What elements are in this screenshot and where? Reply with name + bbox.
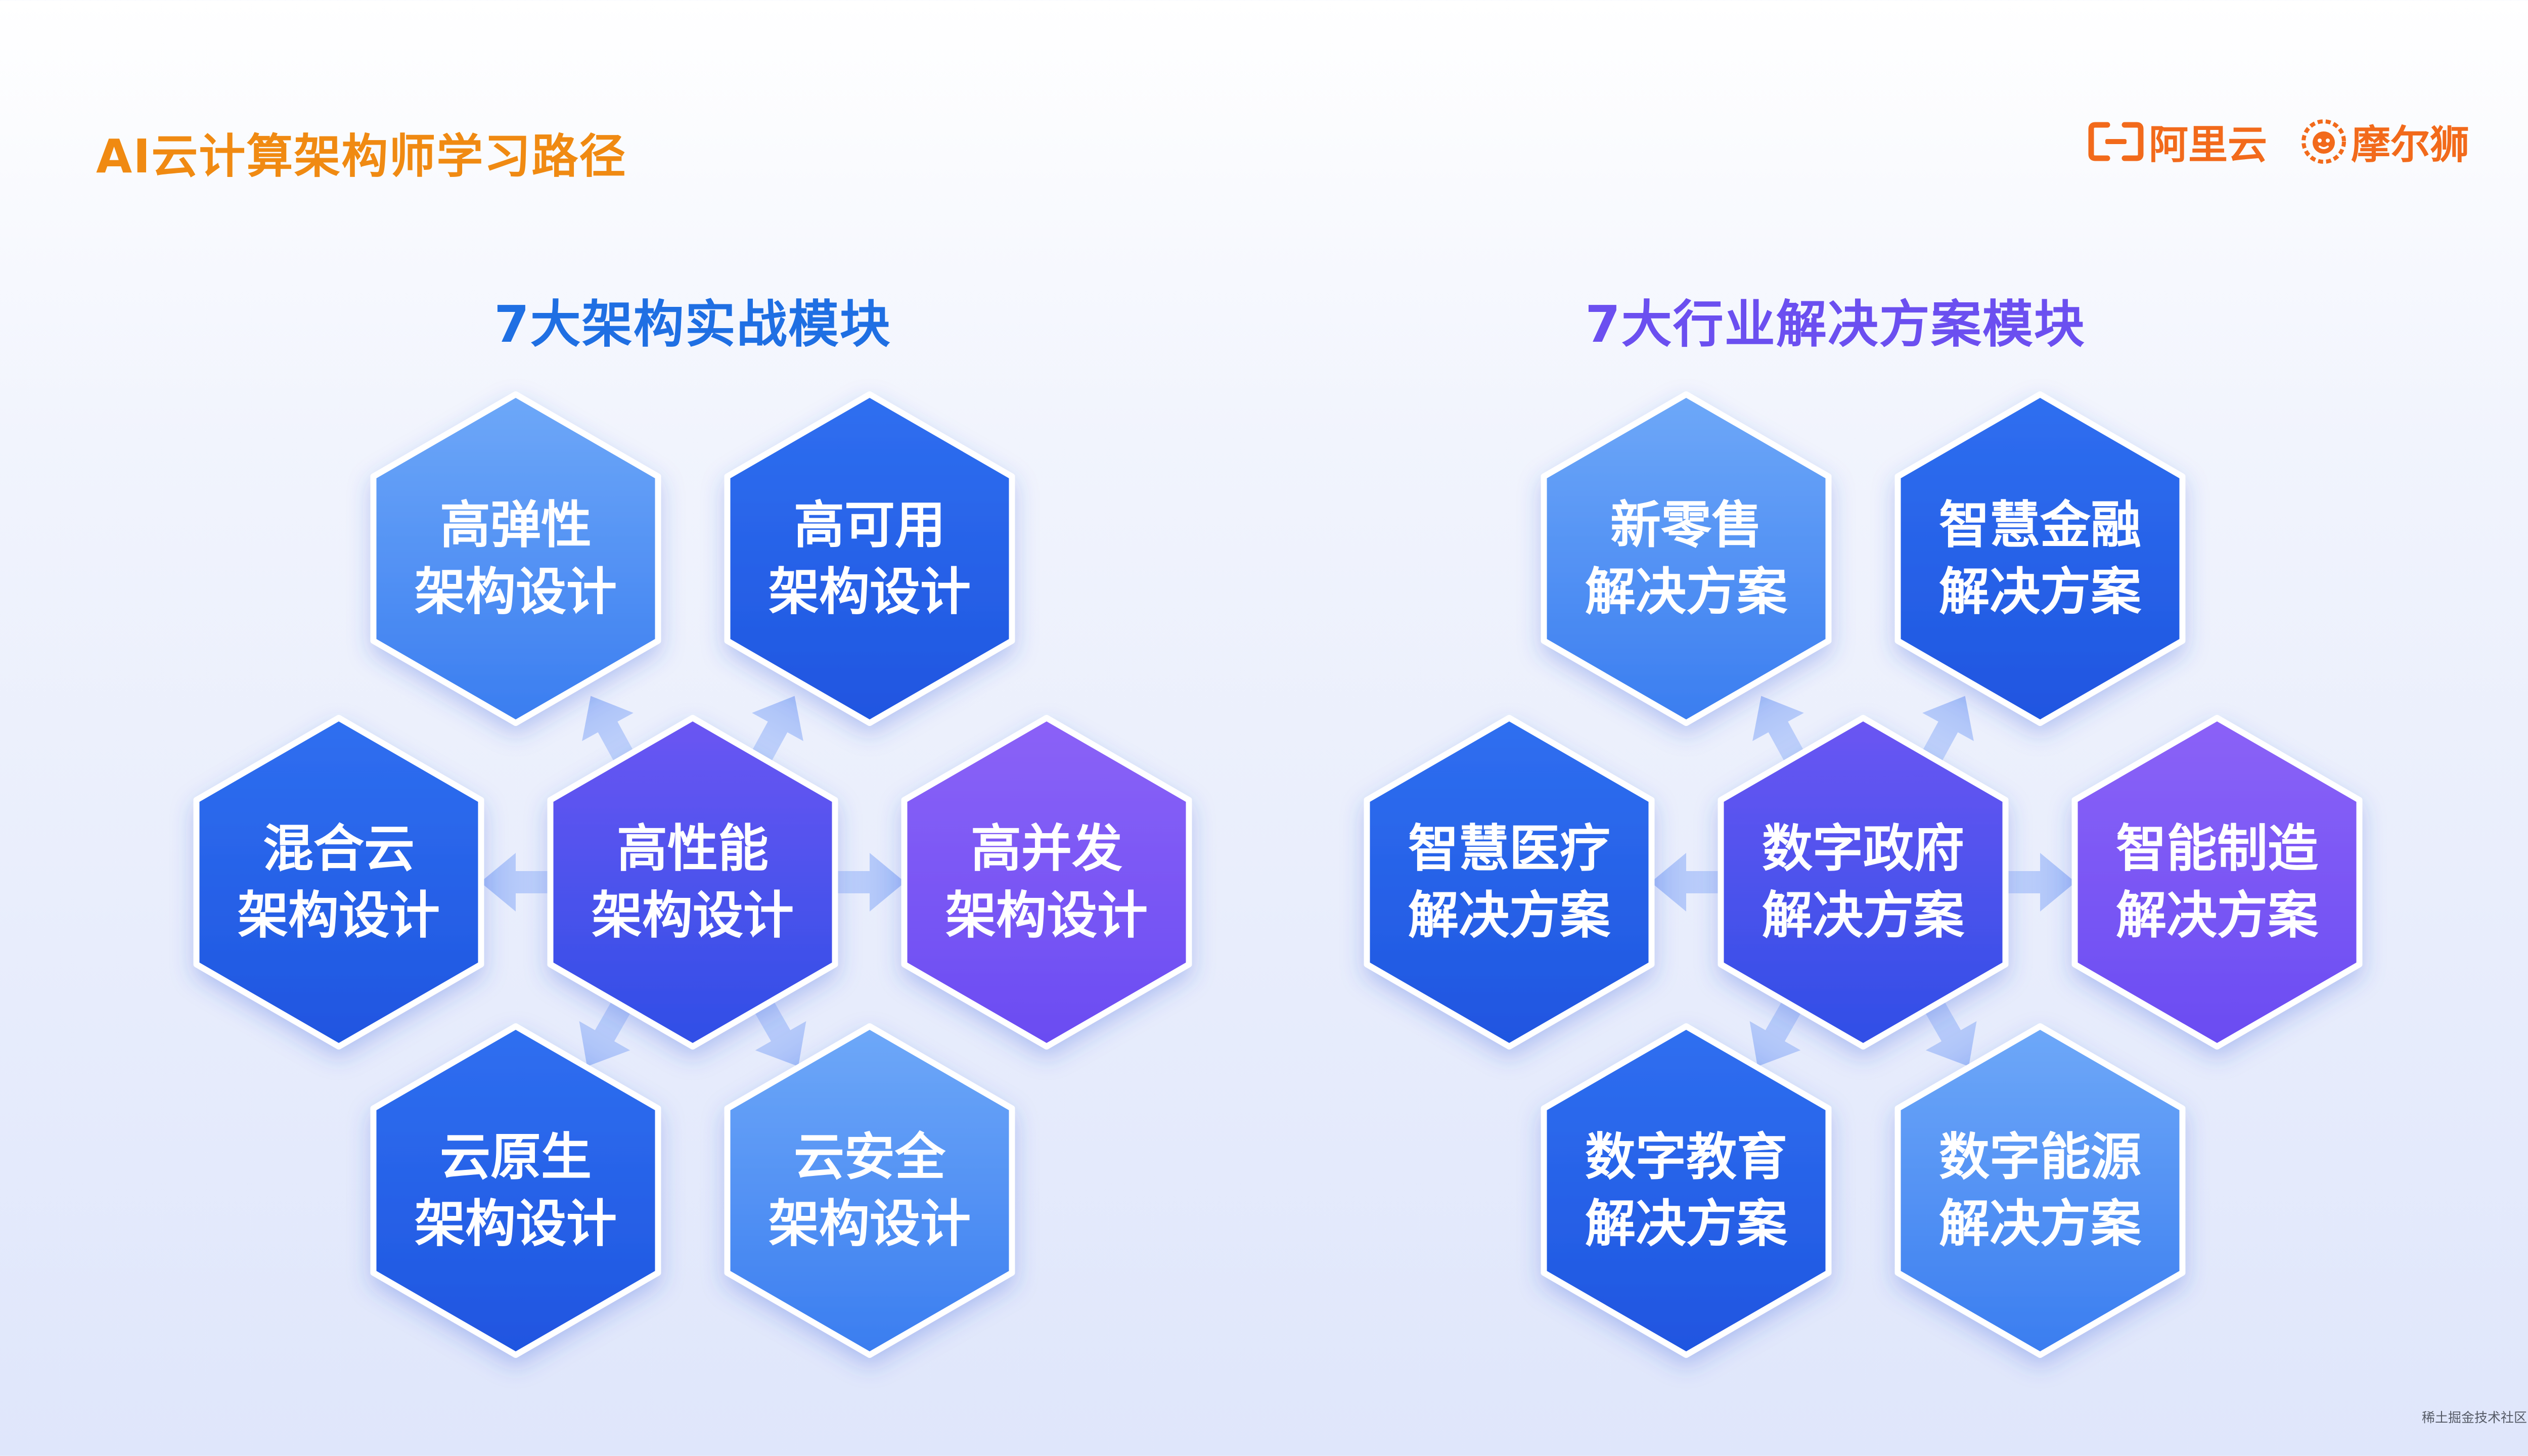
left-hex-lower-left-shape	[370, 1023, 661, 1358]
aliyun-bracket-icon	[2088, 122, 2144, 161]
moerlion-logo-text: 摩尔狮	[2351, 122, 2470, 168]
right-hex-right-line2: 解决方案	[2116, 886, 2319, 945]
right-arrow-right-shape	[1992, 853, 2075, 912]
left-hex-right-shape	[901, 715, 1192, 1050]
aliyun-logo: 阿里云	[2088, 116, 2268, 168]
left-hex-lower-right-line2: 架构设计	[769, 1194, 971, 1253]
right-hex-right-shape	[2071, 715, 2363, 1050]
left-hex-upper-left-line1: 高弹性	[440, 495, 592, 555]
right-hex-upper-left-line2: 解决方案	[1585, 562, 1788, 621]
right-hex-lower-left-shape	[1541, 1023, 1832, 1358]
left-arrow-left	[480, 853, 564, 912]
right-hex-center-shape	[1718, 715, 2009, 1050]
right-hex-left-line2: 解决方案	[1408, 886, 1611, 945]
right-hex-center-line1: 数字政府	[1762, 819, 1964, 878]
left-hex-lower-left-line1: 云原生	[440, 1127, 592, 1187]
right-hex-upper-right-line1: 智慧金融	[1939, 495, 2141, 555]
footer-credit: 稀土掘金技术社区 @ 摩尔狮	[2422, 1410, 2528, 1426]
left-hex-left-line2: 架构设计	[238, 886, 440, 945]
page-title: AI云计算架构师学习路径	[96, 129, 627, 184]
logo-group: 阿里云 摩尔狮	[2088, 111, 2472, 172]
left-hex-upper-left-line2: 架构设计	[415, 562, 617, 621]
left-arrow-left-shape	[480, 853, 564, 912]
right-hex-lower-left-line2: 解决方案	[1585, 1194, 1788, 1253]
left-section-title: 7大架构实战模块	[494, 295, 891, 354]
left-hex-lower-right-line1: 云安全	[794, 1127, 946, 1187]
right-hex-lower-right-line1: 数字能源	[1939, 1127, 2141, 1187]
right-hex-lower-left-line1: 数字教育	[1585, 1127, 1787, 1187]
left-hex-upper-right-line2: 架构设计	[769, 562, 971, 621]
left-hex-right-line2: 架构设计	[945, 886, 1148, 945]
right-hex-left-shape	[1364, 715, 1655, 1050]
left-hex-upper-left-shape	[370, 391, 661, 726]
left-arrow-right-shape	[822, 853, 905, 912]
right-hex-lower-right-line2: 解决方案	[1939, 1194, 2142, 1253]
lion-icon	[2301, 119, 2346, 164]
left-arrow-right	[822, 853, 905, 912]
moerlion-logo: 摩尔狮	[2300, 116, 2470, 168]
right-hex-upper-right-shape	[1894, 391, 2186, 726]
right-hex-upper-right-line2: 解决方案	[1939, 562, 2142, 621]
right-hex-left-line1: 智慧医疗	[1408, 819, 1610, 878]
left-hex-center-line1: 高性能	[617, 819, 769, 878]
right-hex-center-line2: 解决方案	[1762, 886, 1965, 945]
right-arrow-left-shape	[1651, 853, 1734, 912]
right-hex-upper-left-line1: 新零售	[1610, 495, 1762, 555]
left-hex-upper-right-shape	[724, 391, 1015, 726]
left-hex-right-line1: 高并发	[971, 819, 1122, 878]
aliyun-logo-text: 阿里云	[2149, 122, 2268, 168]
left-hex-left-line1: 混合云	[263, 819, 415, 878]
left-hex-lower-right-shape	[724, 1023, 1015, 1358]
right-hex-lower-right-shape	[1894, 1023, 2186, 1358]
left-hex-upper-right-line1: 高可用	[794, 495, 945, 555]
left-hex-lower-left-line2: 架构设计	[415, 1194, 617, 1253]
right-hex-upper-left-shape	[1541, 391, 1832, 726]
right-arrow-right	[1992, 853, 2075, 912]
left-hex-center-line2: 架构设计	[592, 886, 794, 945]
right-hex-right-line1: 智能制造	[2116, 819, 2318, 878]
left-hex-left-shape	[193, 715, 484, 1050]
right-section-title: 7大行业解决方案模块	[1585, 295, 2086, 354]
left-hex-center-shape	[547, 715, 838, 1050]
right-arrow-left	[1651, 853, 1734, 912]
